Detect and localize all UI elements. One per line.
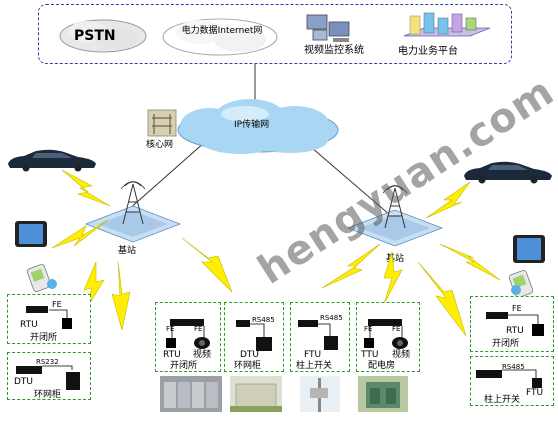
dtu-device-icon <box>236 320 250 327</box>
bolt-tablet-left <box>51 219 109 249</box>
core-network-label: 核心网 <box>146 140 174 150</box>
device-label-2: 视频 <box>392 350 411 360</box>
vehicle-right-icon <box>464 161 552 184</box>
ring-cabinet-icon <box>66 372 80 390</box>
vehicle-left-icon <box>8 149 96 172</box>
rs485-port-label: RS485 <box>252 316 275 324</box>
fe-port-label-1: FE <box>364 325 373 333</box>
site-pole-switch-center <box>290 302 350 372</box>
fe-port-label: FE <box>52 300 62 309</box>
device-label: DTU <box>14 377 34 387</box>
base-station-left-label: 基站 <box>118 246 137 256</box>
rs485-link-line <box>502 369 537 380</box>
fe-port-label-1: FE <box>166 325 175 333</box>
bolt-site4 <box>181 237 233 293</box>
bolt-site8 <box>417 261 467 337</box>
rs232-link-line <box>42 365 73 370</box>
video-camera-icon <box>62 318 72 329</box>
phone-right-icon <box>508 270 534 298</box>
fe-link-lines <box>369 326 403 338</box>
link-cloud-to-left-base <box>127 141 206 211</box>
rs485-link-line <box>250 323 265 338</box>
pstn-label: PSTN <box>74 28 116 44</box>
pole-switch-icon <box>532 378 542 388</box>
top-service-panel <box>38 4 512 64</box>
link-cloud-to-right-base <box>304 141 391 216</box>
site-switching-station-left <box>7 294 91 344</box>
ftu-device-icon <box>298 320 318 327</box>
fe-device-icon <box>170 319 204 326</box>
tablet-right-icon <box>513 235 545 263</box>
bolt-site3 <box>111 261 131 331</box>
fe-link-line <box>508 314 539 325</box>
fe-device-icon <box>368 319 402 326</box>
site-distribution-room <box>356 302 420 372</box>
site-name-label: 开闭所 <box>170 361 198 371</box>
fe-link-line <box>49 309 68 318</box>
ring-cabinet-photo <box>230 376 282 412</box>
video-monitor-icon <box>306 14 350 42</box>
distribution-room-photo <box>358 376 408 412</box>
dtu-device-icon <box>16 366 42 374</box>
fe-device-icon <box>26 306 48 313</box>
bolt-car-right <box>425 181 471 219</box>
device-label-1: TTU <box>361 350 379 360</box>
ftu-device-icon <box>476 370 502 378</box>
site-ring-cabinet-center <box>224 302 284 372</box>
power-platform-label: 电力业务平台 <box>398 46 458 57</box>
rs485-link-line <box>318 323 331 338</box>
bolt-car-left <box>61 169 111 207</box>
device-label-1: RTU <box>163 350 181 360</box>
site-name-label: 配电房 <box>368 361 396 371</box>
rs485-port-label: RS485 <box>502 363 525 371</box>
ttu-box-icon <box>364 338 374 348</box>
site-name-label: 开闭所 <box>492 339 520 349</box>
rtu-box-icon <box>166 338 176 348</box>
site-name-label: 环网柜 <box>34 390 62 400</box>
tablet-left-icon <box>15 221 47 247</box>
rs485-port-label: RS485 <box>320 314 343 322</box>
site-switching-station-center <box>155 302 221 372</box>
fe-port-label-2: FE <box>194 325 203 333</box>
device-label-2: 视频 <box>193 350 212 360</box>
device-label: FTU <box>526 388 544 398</box>
phone-left-icon <box>26 264 57 292</box>
pole-switch-icon <box>324 336 338 350</box>
device-label: FTU <box>304 350 322 360</box>
ring-cabinet-icon <box>256 337 272 351</box>
site-name-label: 环网柜 <box>234 361 262 371</box>
switchgear-photo <box>160 376 222 412</box>
fe-link-lines <box>171 326 205 338</box>
rtu-box-icon <box>532 324 544 336</box>
pstn-cloud <box>59 19 147 53</box>
base-station-right-icon <box>346 185 444 247</box>
ip-network-cloud <box>177 99 339 154</box>
device-label: RTU <box>20 320 38 330</box>
power-platform-icon <box>403 12 491 37</box>
base-station-left-icon <box>84 181 182 243</box>
video-camera-icon <box>194 337 210 349</box>
video-camera-icon <box>392 337 408 349</box>
base-station-right-label: 基站 <box>386 254 405 264</box>
site-name-label: 柱上开关 <box>296 361 333 371</box>
core-router-icon <box>147 109 177 137</box>
fe-port-label: FE <box>512 304 522 313</box>
bolt-site5 <box>321 243 381 289</box>
pole-switch-photo <box>300 376 340 412</box>
bolt-tablet-right <box>439 243 501 281</box>
site-name-label: 柱上开关 <box>484 395 521 405</box>
ip-network-label: IP传输网 <box>234 120 270 130</box>
internet-label: 电力数据Internet网 <box>181 26 263 36</box>
video-system-label: 视频监控系统 <box>304 45 364 56</box>
device-label: DTU <box>240 350 260 360</box>
fe-device-icon <box>486 312 508 319</box>
device-label: RTU <box>506 326 524 336</box>
internet-cloud <box>162 18 278 56</box>
fe-port-label-2: FE <box>392 325 401 333</box>
site-name-label: 开闭所 <box>30 333 58 343</box>
site-pole-switch-right <box>470 356 554 406</box>
rs232-port-label: RS232 <box>36 358 59 366</box>
bolt-site6 <box>383 251 403 305</box>
